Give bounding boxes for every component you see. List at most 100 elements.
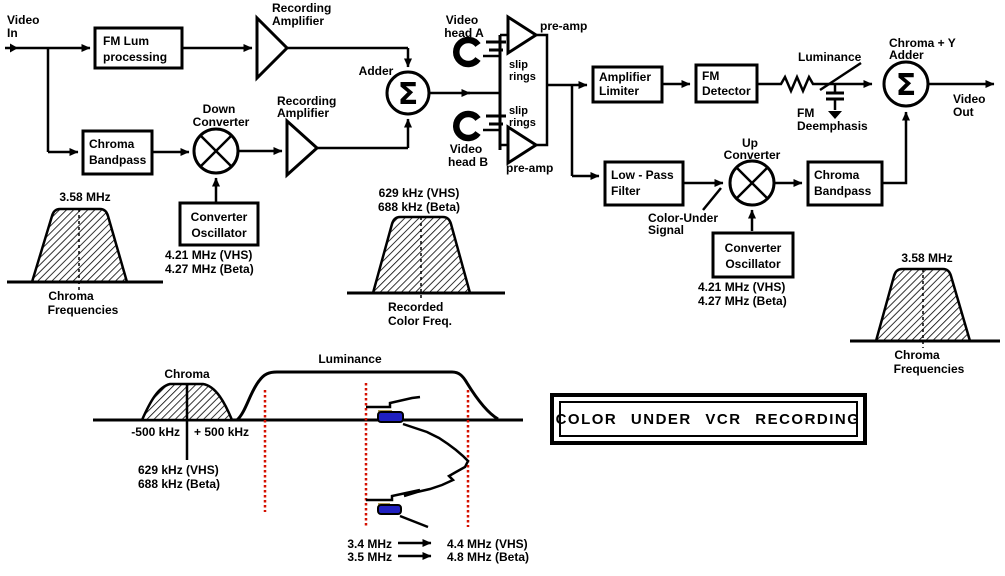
video-head-a-symbol — [453, 36, 481, 68]
deemphasis-cap-bars — [826, 91, 844, 101]
up-converter-label-2: Converter — [724, 148, 781, 162]
adder-symbol — [385, 70, 431, 116]
rec-amp-bot-label-1: Recording — [277, 94, 336, 108]
video-in-label-1: Video — [7, 13, 39, 27]
slip-rings-bot-label-1: slip — [509, 105, 528, 117]
color-under-label-1: Color-Under — [648, 211, 718, 225]
luminance-pointer-line — [819, 61, 862, 92]
dev-beta-from-label: 3.5 MHz — [347, 550, 392, 564]
spectrum-middle: 629 kHz (VHS) 688 kHz (Beta) Recorded Co… — [347, 186, 505, 328]
adder-sigma: Σ — [398, 77, 419, 112]
title-inner-border — [559, 401, 858, 437]
slip-rings-top-label-2: rings — [509, 71, 536, 83]
video-in-label-2: In — [7, 26, 18, 40]
spectrum-right: 3.58 MHz Chroma Frequencies — [850, 251, 1000, 376]
dev-vhs-from-label: 3.4 MHz — [347, 537, 392, 551]
spectrum-left-peak: 3.58 MHz — [59, 190, 110, 204]
slip-ring-bars-b — [486, 114, 506, 126]
recording-amplifier-top-symbol — [255, 14, 290, 82]
conv-osc-right-freq-1: 4.21 MHz (VHS) — [698, 280, 785, 294]
video-out-label-2: Out — [953, 105, 974, 119]
conv-osc-right-label-2: Oscillator — [725, 257, 781, 271]
recording-amplifier-bottom-symbol — [285, 117, 320, 179]
chroma-bp-left-label-2: Bandpass — [89, 153, 147, 167]
preamp-top-label: pre-amp — [540, 19, 587, 33]
chroma-bp-right-label-2: Bandpass — [814, 184, 872, 198]
pos-500khz-label: + 500 kHz — [194, 425, 249, 439]
conv-osc-right-label-1: Converter — [725, 241, 782, 255]
color-under-label-2: Signal — [648, 223, 684, 237]
luminance-curve — [235, 370, 499, 422]
wire-preamp-a-out — [536, 33, 549, 85]
fm-detector-label-2: Detector — [702, 84, 751, 98]
ground-symbol — [828, 111, 842, 119]
burst-marker-top — [377, 411, 404, 423]
conv-osc-left-freq-1: 4.21 MHz (VHS) — [165, 248, 252, 262]
preamp-bot-label: pre-amp — [506, 161, 553, 175]
rec-amp-bot-label-2: Amplifier — [277, 106, 329, 120]
video-head-a-label-2: head A — [444, 26, 484, 40]
dev-vhs-to-label: 4.4 MHz (VHS) — [447, 537, 528, 551]
up-converter-label-1: Up — [742, 136, 758, 150]
spectrum-right-caption-2: Frequencies — [894, 362, 965, 376]
fm-lum-label-2: processing — [103, 50, 167, 64]
rec-amp-top-label-2: Amplifier — [272, 14, 324, 28]
title-plate: COLOR UNDER VCR RECORDING — [550, 393, 867, 445]
color-under-pointer-line — [702, 187, 722, 211]
fm-deemphasis-label-1: FM — [797, 106, 814, 120]
spectrum-left-caption-1: Chroma — [48, 289, 94, 303]
spectrum-left: 3.58 MHz Chroma Frequencies — [7, 190, 163, 317]
playback-chain-wires — [536, 33, 995, 231]
adder-label: Adder — [359, 64, 394, 78]
down-converter-label-1: Down — [203, 102, 236, 116]
dev-beta-to-label: 4.8 MHz (Beta) — [447, 550, 529, 564]
preamp-bottom-symbol — [506, 124, 539, 166]
down-converter-x — [200, 135, 232, 167]
converter-oscillator-right-box — [711, 231, 795, 279]
slip-rings-bot-label-2: rings — [509, 117, 536, 129]
video-out-label-1: Video — [953, 92, 985, 106]
conv-osc-left-freq-2: 4.27 MHz (Beta) — [165, 262, 254, 276]
spectrum-middle-caption-1: Recorded — [388, 300, 443, 314]
chroma-bandpass-right-box — [806, 160, 884, 207]
up-converter-x — [736, 167, 768, 199]
low-pass-filter-box — [603, 160, 685, 207]
head-stubs — [483, 33, 508, 147]
down-converter-label-2: Converter — [193, 115, 250, 129]
chroma-bp-left-label-1: Chroma — [89, 137, 135, 151]
baseband-chroma-label: Chroma — [164, 367, 210, 381]
fm-lum-label-1: FM Lum — [103, 34, 149, 48]
carrier-freq-label-2: 688 kHz (Beta) — [138, 477, 220, 491]
chroma-y-adder-symbol — [882, 60, 930, 108]
wire-fmdet-resistor-adder — [757, 73, 873, 95]
amplifier-limiter-box — [591, 65, 664, 104]
video-head-b-label-2: head B — [448, 155, 488, 169]
baseband-figure: Chroma Luminance -500 kHz + 500 kHz 629 … — [93, 352, 529, 564]
amp-limiter-label-2: Limiter — [599, 84, 639, 98]
slip-ring-bars-a — [486, 40, 506, 52]
low-pass-label-1: Low - Pass — [611, 168, 674, 182]
video-head-a-label-1: Video — [446, 13, 478, 27]
spectrum-middle-peak-2: 688 kHz (Beta) — [378, 200, 460, 214]
spectrum-right-caption-1: Chroma — [894, 348, 940, 362]
preamp-top-symbol — [506, 14, 539, 56]
luminance-pointer-label: Luminance — [798, 50, 862, 64]
wire-bp-to-yadder — [882, 111, 910, 185]
chroma-y-adder-label-2: Adder — [889, 48, 924, 62]
slip-rings-top-label-1: slip — [509, 59, 528, 71]
sync-bracket-bottom — [366, 488, 421, 502]
fm-lum-processing-box — [93, 26, 184, 70]
bottom-tail-line — [399, 514, 429, 529]
conv-osc-left-label-2: Oscillator — [191, 226, 247, 240]
neg-500khz-label: -500 kHz — [131, 425, 180, 439]
record-chain-wires — [5, 33, 508, 203]
fm-deemphasis-label-2: Deemphasis — [797, 119, 868, 133]
conv-osc-left-label-1: Converter — [191, 210, 248, 224]
spectrum-middle-caption-2: Color Freq. — [388, 314, 452, 328]
conv-osc-right-freq-2: 4.27 MHz (Beta) — [698, 294, 787, 308]
spectrum-right-peak: 3.58 MHz — [901, 251, 952, 265]
video-head-b-symbol — [453, 110, 481, 142]
chroma-y-adder-sigma: Σ — [896, 68, 917, 103]
